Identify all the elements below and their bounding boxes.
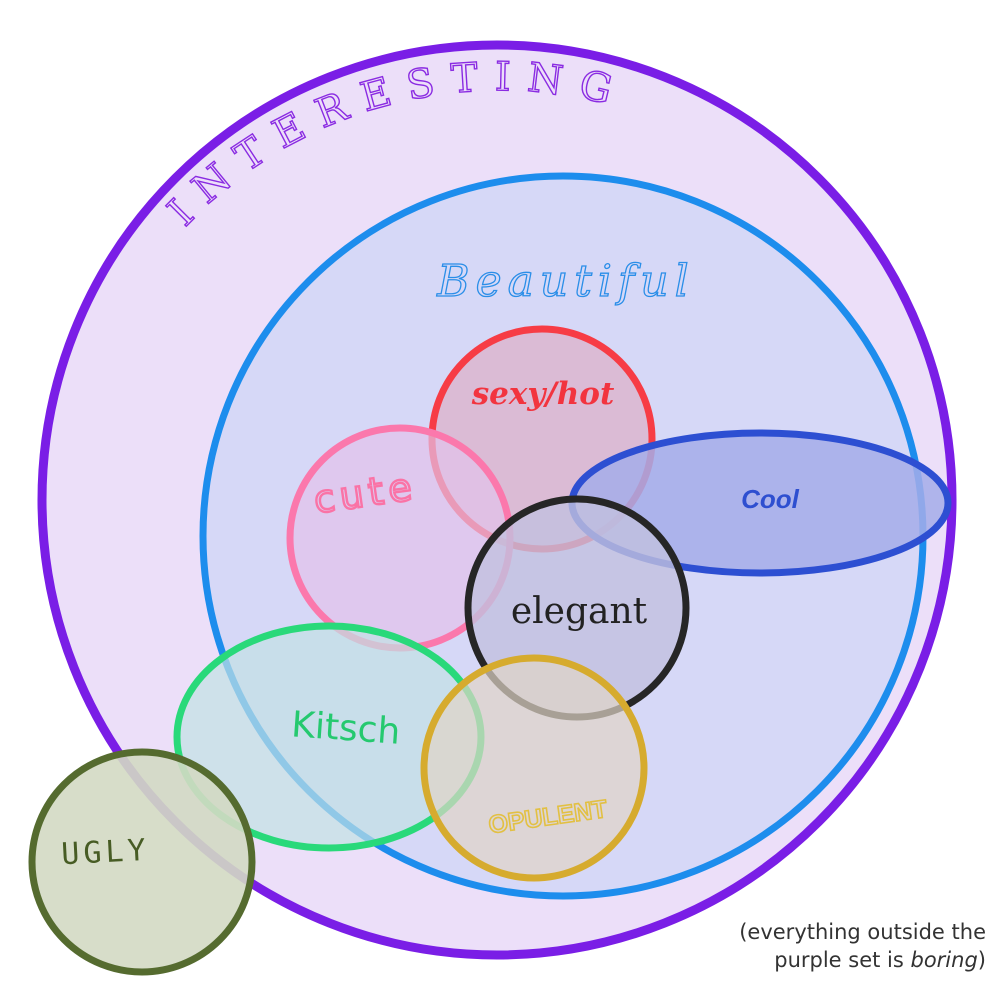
boring-note-line-1: (everything outside the [739, 920, 986, 944]
set-cool-label: Cool [741, 484, 800, 514]
set-ugly [28, 748, 256, 976]
set-ugly-label: UGLY [61, 833, 151, 873]
boring-note-emphasis: boring [910, 948, 978, 972]
set-opulent [420, 654, 648, 882]
set-sexy-hot-label: sexy/hot [471, 376, 615, 412]
boring-note-prefix: purple set is [774, 948, 911, 972]
set-kitsch-label: Kitsch [290, 704, 402, 753]
boring-note-suffix: ) [977, 948, 986, 972]
boring-note: (everything outside the purple set is bo… [686, 918, 986, 974]
boring-note-line-2: purple set is boring) [686, 946, 986, 974]
set-beautiful-label: Beautiful [436, 256, 694, 307]
set-elegant-label: elegant [511, 591, 648, 632]
